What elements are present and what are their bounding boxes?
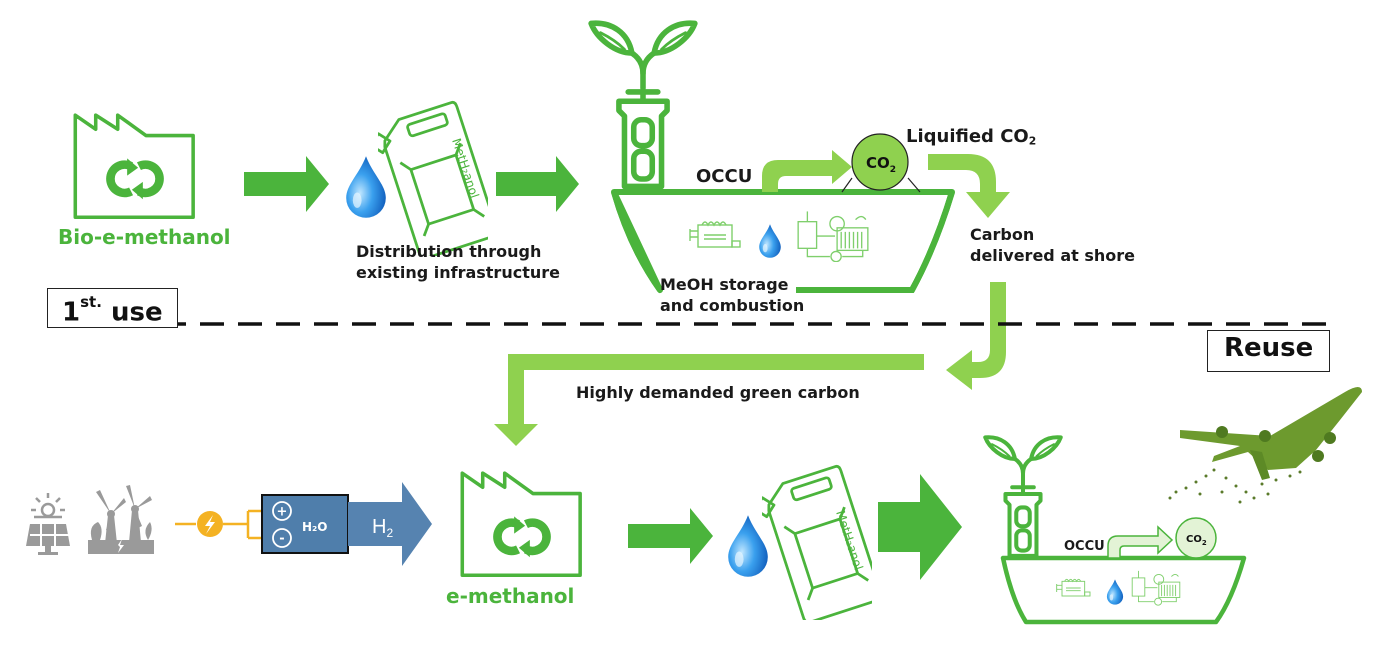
arrow-distribution-to-ship (496, 156, 579, 212)
arrow-plant-to-distribution-bottom (628, 508, 713, 564)
green-carbon-label: Highly demanded green carbon (576, 383, 860, 402)
h2-arrow: H2 (348, 482, 432, 566)
bio-e-methanol-label: Bio-e-methanol (58, 225, 231, 249)
occu-label-bottom: OCCU (1064, 539, 1105, 554)
first-use-sup: st. (80, 293, 102, 311)
solar-panel-icon (26, 493, 70, 555)
ship-hull-bottom (1000, 555, 1247, 625)
occu-arrow-bottom (1107, 525, 1174, 559)
liquified-co2-text: Liquified CO (906, 126, 1029, 147)
occu-arrow (762, 150, 852, 192)
svg-text:H2: H2 (372, 516, 393, 540)
first-use-number: 1 (62, 297, 81, 328)
factory-icon (75, 115, 193, 217)
ship-bottom: CO2 (985, 437, 1247, 625)
svg-text:CO2: CO2 (1186, 534, 1207, 547)
first-use-section-label: 1st. use (47, 288, 178, 328)
droplet-icon (1106, 579, 1124, 605)
ship-top: CO2 (591, 23, 955, 293)
droplet-icon (728, 515, 768, 577)
wind-turbine-icon (88, 485, 154, 554)
plant-sprout-icon (985, 437, 1060, 556)
storage-label: MeOH storage and combustion (660, 274, 804, 316)
airplane-icon (1168, 387, 1362, 504)
arrow-green-carbon (494, 354, 924, 446)
fuel-cell-icon (797, 210, 869, 262)
arrow-carbon-to-shore (946, 282, 1006, 390)
big-arrow-to-ship (878, 474, 962, 580)
liquified-co2-sub: 2 (1028, 134, 1037, 148)
arrow-plant-to-distribution (244, 156, 329, 212)
svg-text:+: + (277, 505, 288, 520)
distribution-icons-bottom: MetH₂anol (728, 463, 872, 620)
minus-terminal (272, 528, 292, 548)
jerrycan-icon (378, 99, 488, 256)
engine-icon (689, 221, 741, 248)
storage-label-line2: and combustion (660, 296, 805, 315)
plant-sprout-icon (591, 23, 695, 186)
distribution-icons: MetH₂anol (346, 99, 488, 256)
plus-terminal (272, 501, 292, 521)
co2-tank (851, 133, 909, 191)
first-use-word: use (110, 297, 163, 328)
carbon-delivered-label: Carbon delivered at shore (970, 224, 1135, 266)
co2-tank-bottom (1175, 517, 1217, 559)
liquified-co2-label: Liquified CO2 (906, 126, 1036, 152)
distribution-label-line2: existing infrastructure (356, 263, 560, 282)
engine-icon (1056, 578, 1091, 597)
can-label-bottom: MetH₂anol (833, 509, 865, 572)
occu-label: OCCU (696, 166, 753, 187)
distribution-label-line1: Distribution through (356, 242, 542, 261)
droplet-icon (759, 224, 781, 258)
factory-icon (462, 473, 580, 575)
e-methanol-label: e-methanol (446, 584, 575, 608)
renewable-sources (26, 485, 154, 555)
svg-text:H₂O: H₂O (302, 520, 328, 534)
e-methanol-plant (462, 473, 580, 575)
carbon-label-line2: delivered at shore (970, 246, 1135, 265)
svg-text:CO2: CO2 (866, 154, 896, 175)
droplet-icon (346, 156, 386, 218)
storage-label-line1: MeOH storage (660, 275, 789, 294)
carbon-label-line1: Carbon (970, 225, 1035, 244)
electrolyzer: + - H₂O (261, 494, 349, 554)
arrow-liquified-co2 (928, 154, 1010, 218)
power-line (175, 509, 274, 540)
reuse-section-label: Reuse (1207, 330, 1331, 372)
distribution-label: Distribution through existing infrastruc… (356, 241, 560, 283)
bio-e-methanol-plant (75, 115, 193, 217)
fuel-cell-icon (1131, 570, 1181, 606)
jerrycan-icon (762, 463, 872, 620)
svg-text:-: - (279, 532, 284, 547)
